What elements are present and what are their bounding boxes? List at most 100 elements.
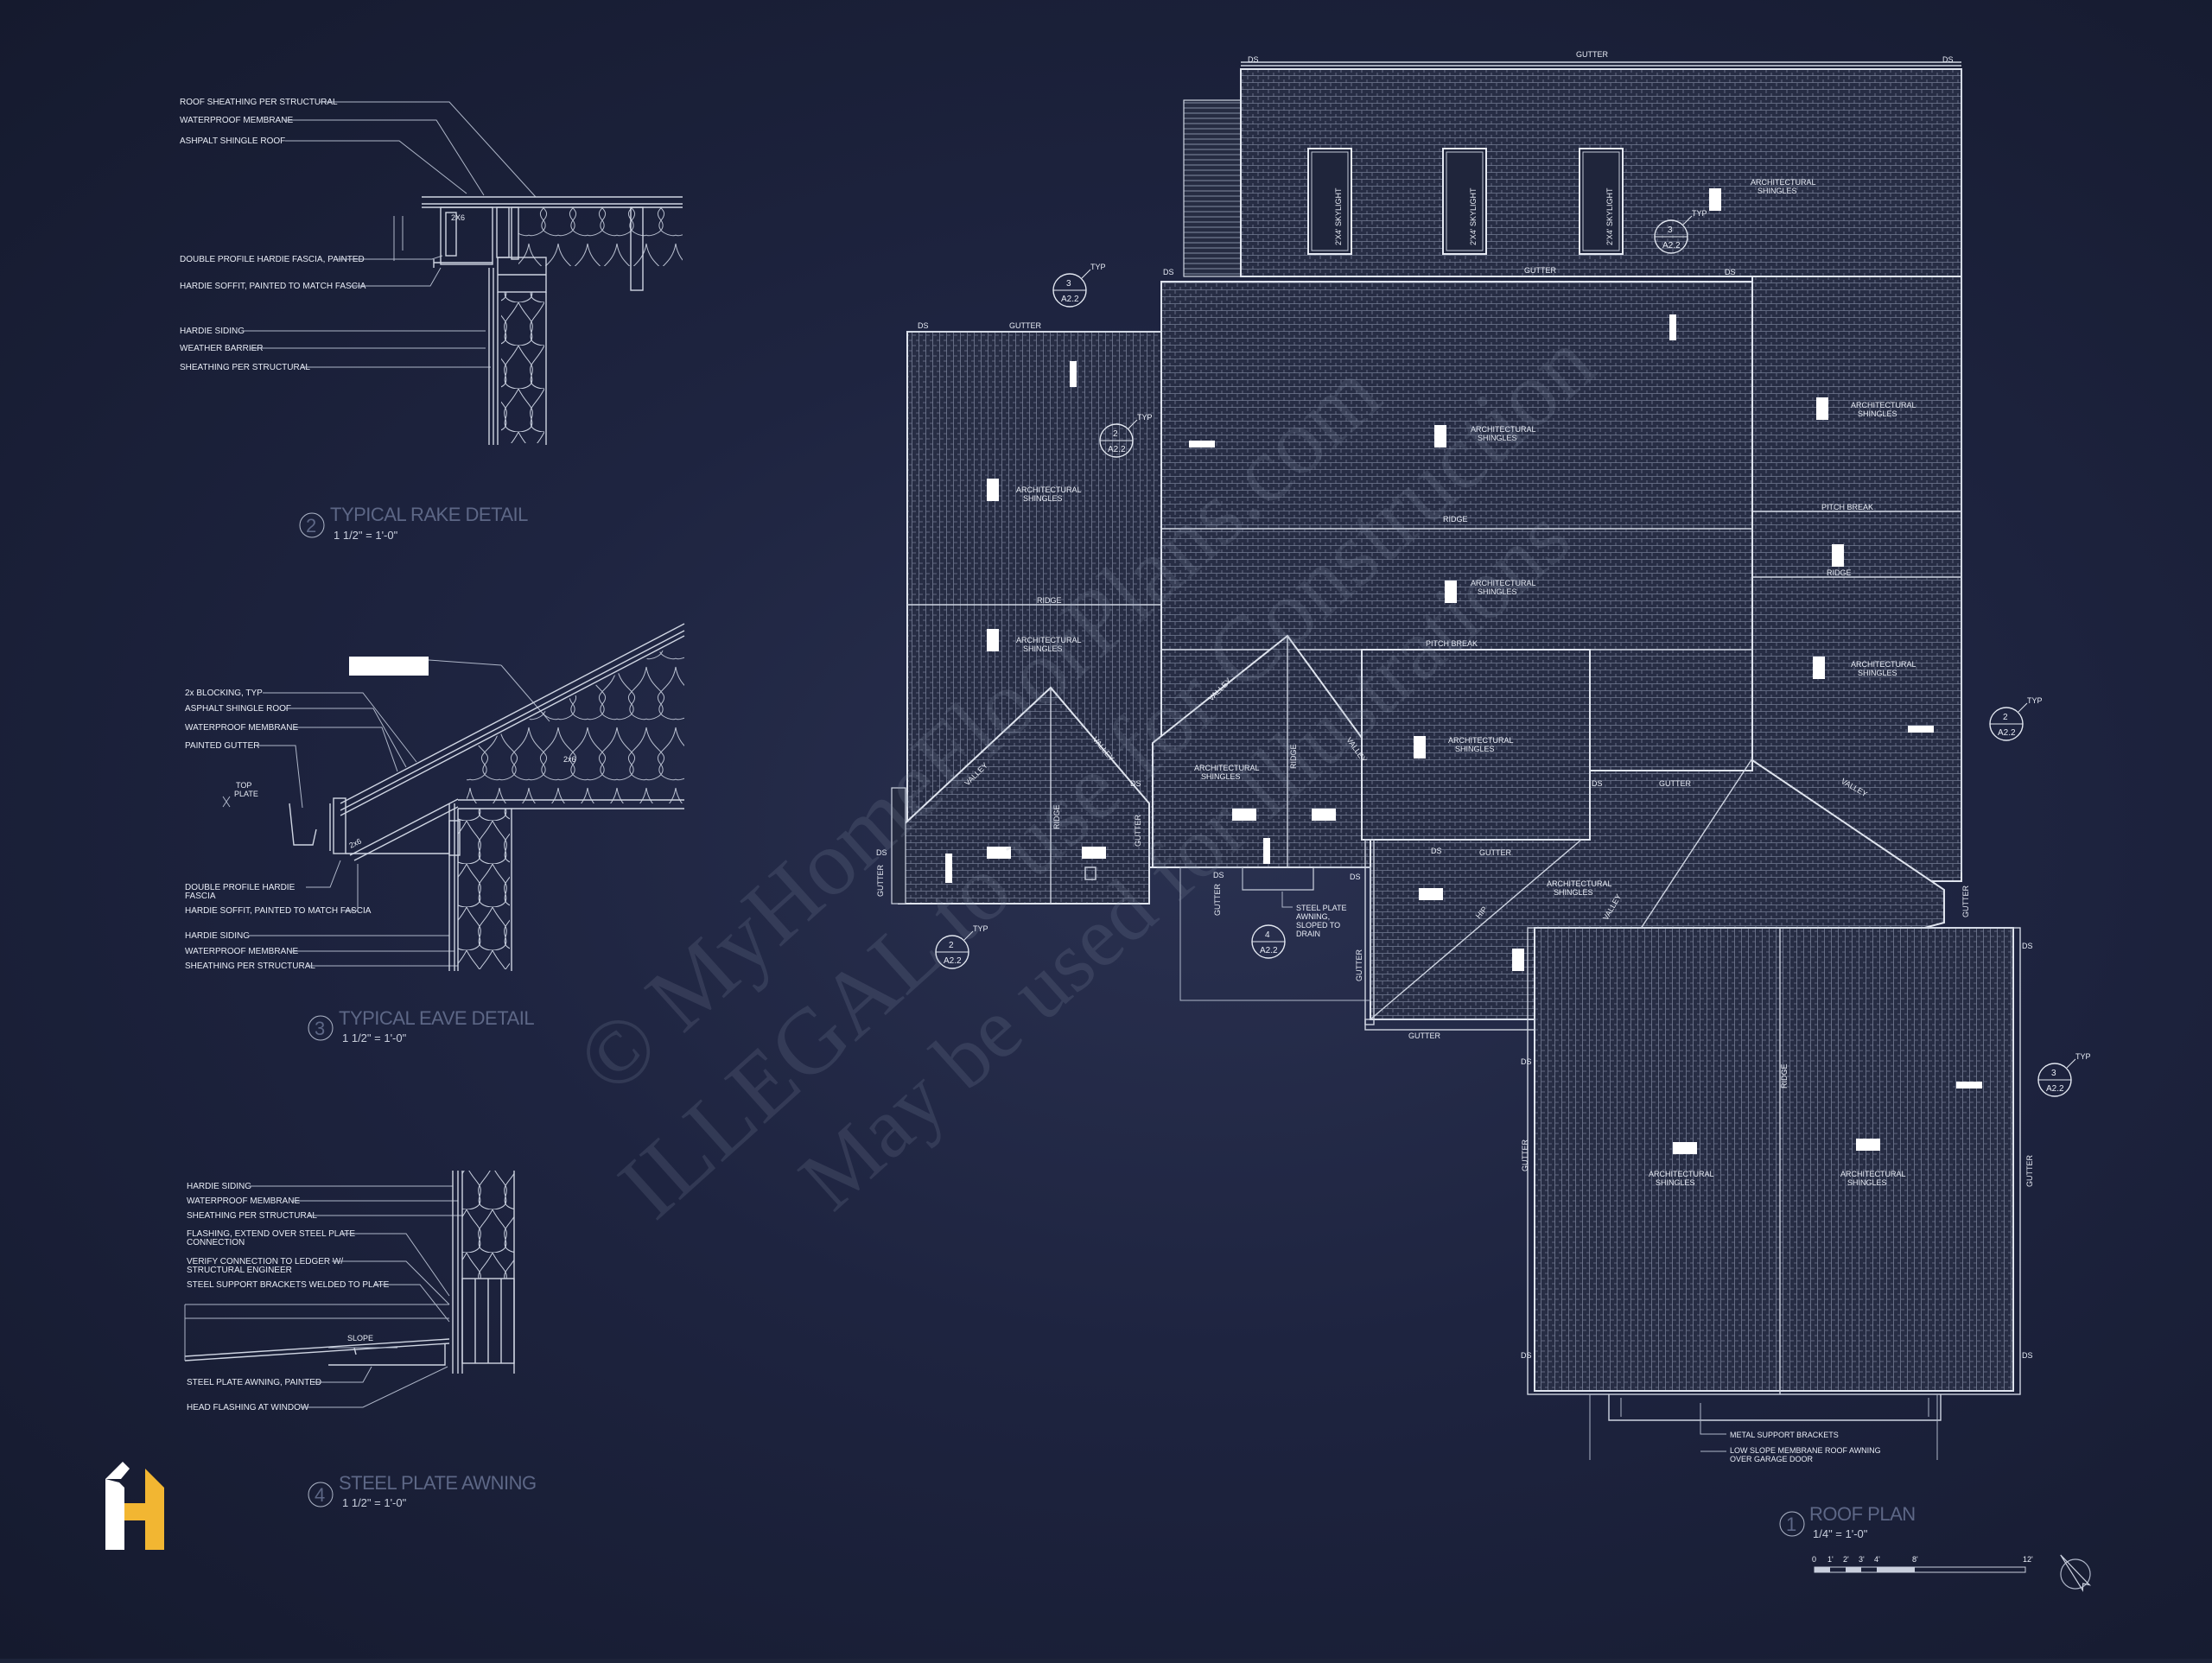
leader-label: STEEL PLATE AWNING, PAINTED	[187, 1378, 321, 1387]
downspout-label: DS	[918, 321, 929, 330]
roof-plane-west-lower	[891, 787, 906, 904]
member-size-label: 2x6	[347, 836, 362, 849]
awning-detail-title: STEEL PLATE AWNING	[339, 1472, 537, 1494]
skylight-label: 2'X4' SKYLIGHT	[1605, 187, 1614, 245]
callout-number: 2	[1113, 429, 1118, 439]
skylight	[1442, 148, 1487, 255]
leader-label: FASCIA	[185, 892, 216, 901]
leader-label: VERIFY CONNECTION TO LEDGER W/	[187, 1257, 343, 1266]
slope-arrow-icon	[1512, 949, 1524, 971]
scale-bar-label: 2'	[1843, 1555, 1849, 1564]
section-callout[interactable]: 4A2.2	[1251, 924, 1286, 959]
pitch-break-label: PITCH BREAK	[1821, 503, 1873, 511]
slope-arrow-icon	[945, 854, 952, 883]
skylight-label: 2'X4' SKYLIGHT	[1334, 187, 1343, 245]
shingle-note-label: SHINGLES	[1554, 888, 1593, 897]
leader-label: WATERPROOF MEMBRANE	[180, 116, 293, 125]
awning-detail-title-block: 4 STEEL PLATE AWNING 1 1/2" = 1'-0"	[308, 1472, 537, 1509]
awning-note-label: SLOPED TO	[1296, 921, 1340, 930]
slope-tag-icon	[987, 847, 1011, 859]
slope-tag-icon	[1232, 809, 1256, 821]
leader-label: SHEATHING PER STRUCTURAL	[185, 962, 315, 971]
downspout-label: DS	[1521, 1057, 1532, 1066]
leader-line	[313, 1366, 372, 1383]
roof-plane-garage	[1534, 927, 2014, 1392]
leader-line	[1281, 892, 1293, 908]
leader-label: STEEL SUPPORT BRACKETS WELDED TO PLATE	[187, 1280, 390, 1290]
slope-arrow-icon	[1816, 397, 1828, 420]
slope-arrow-icon	[1263, 838, 1270, 864]
downspout-label: DS	[1521, 1351, 1532, 1360]
slope-tag-icon	[1312, 809, 1336, 821]
awning-detail-callout: 4	[315, 1484, 325, 1506]
slope-tag-icon	[1082, 847, 1106, 859]
member-size-label: 2X6	[451, 213, 465, 222]
leader-line	[283, 119, 485, 196]
leader-label: ASHPALT SHINGLE ROOF	[180, 136, 285, 146]
leader-line	[294, 727, 398, 772]
leader-line	[285, 708, 407, 768]
slope-tag-icon	[1908, 726, 1934, 733]
gutter-label: GUTTER	[1355, 949, 1363, 981]
downspout-label: DS	[1350, 873, 1361, 881]
roof-plan-title: ROOF PLAN	[1809, 1503, 1916, 1525]
shingle-note-label: SHINGLES	[1201, 772, 1241, 781]
callout-sheet: A2.2	[944, 956, 962, 966]
ridge-label: RIDGE	[1443, 515, 1468, 524]
slope-arrow-icon	[987, 629, 999, 651]
awning-detail-drawing: SLOPE	[184, 1171, 515, 1374]
callout-sheet: A2.2	[2046, 1084, 2064, 1094]
north-arrow-icon	[2060, 1554, 2092, 1592]
shingle-note-label: ARCHITECTURAL	[1851, 660, 1916, 669]
gutter-label: GUTTER	[1521, 1139, 1529, 1171]
slope-tag-icon	[1956, 1082, 1982, 1089]
typ-label: TYP	[1692, 209, 1707, 218]
leader-line	[306, 860, 341, 888]
callout-sheet: A2.2	[1061, 295, 1079, 304]
gutter-label: GUTTER	[876, 865, 885, 897]
downspout-label: DS	[1592, 779, 1603, 788]
roof-plan: GUTTERGUTTERGUTTERGUTTERGUTTERGUTTERGUTT…	[876, 50, 2091, 1463]
rake-detail-scale: 1 1/2" = 1'-0"	[334, 529, 398, 542]
downspout-label: DS	[2022, 942, 2033, 950]
rake-detail-labels: ROOF SHEATHING PER STRUCTURALWATERPROOF …	[180, 98, 537, 372]
scale-bar-label: 0	[1812, 1555, 1816, 1564]
ridge-label: RIDGE	[1827, 568, 1852, 577]
rake-detail-title-block: 2 TYPICAL RAKE DETAIL 1 1/2" = 1'-0"	[299, 504, 529, 542]
slope-tag-icon	[1419, 888, 1443, 900]
bracket-note-label: METAL SUPPORT BRACKETS	[1730, 1431, 1839, 1439]
ridge-label: RIDGE	[1037, 596, 1062, 605]
leader-label: WATERPROOF MEMBRANE	[187, 1196, 300, 1206]
slope-tag-icon	[1856, 1139, 1880, 1151]
typ-label: TYP	[1137, 413, 1153, 422]
typ-label: TYP	[2075, 1052, 2091, 1061]
leader-label: SHEATHING PER STRUCTURAL	[187, 1211, 317, 1221]
scale-bar-label: 4'	[1874, 1555, 1880, 1564]
gutter-label: GUTTER	[1524, 266, 1556, 275]
leader-line	[301, 1366, 448, 1408]
ridge-label: RIDGE	[1052, 804, 1061, 829]
downspout-label: DS	[2022, 1351, 2033, 1360]
leader-label: ASPHALT SHINGLE ROOF	[185, 704, 291, 714]
slope-arrow-icon	[1434, 425, 1446, 447]
leader-label: DOUBLE PROFILE HARDIE FASCIA, PAINTED	[180, 255, 365, 264]
callout-number: 3	[1066, 279, 1071, 289]
callout-number: 3	[1668, 225, 1673, 235]
skylight-label: 2'X4' SKYLIGHT	[1469, 187, 1478, 245]
eave-detail-title-block: 3 TYPICAL EAVE DETAIL 1 1/2" = 1'-0"	[308, 1007, 535, 1044]
gutter-label: GUTTER	[1961, 885, 1970, 917]
slope-label: SLOPE	[347, 1334, 373, 1342]
shingle-note-label: ARCHITECTURAL	[1016, 486, 1082, 494]
top-plate-label: PLATE	[234, 790, 258, 798]
leader-label: FLASHING, EXTEND OVER STEEL PLATE	[187, 1229, 355, 1239]
gutter-label: GUTTER	[1009, 321, 1041, 330]
rake-detail-callout: 2	[306, 515, 316, 536]
